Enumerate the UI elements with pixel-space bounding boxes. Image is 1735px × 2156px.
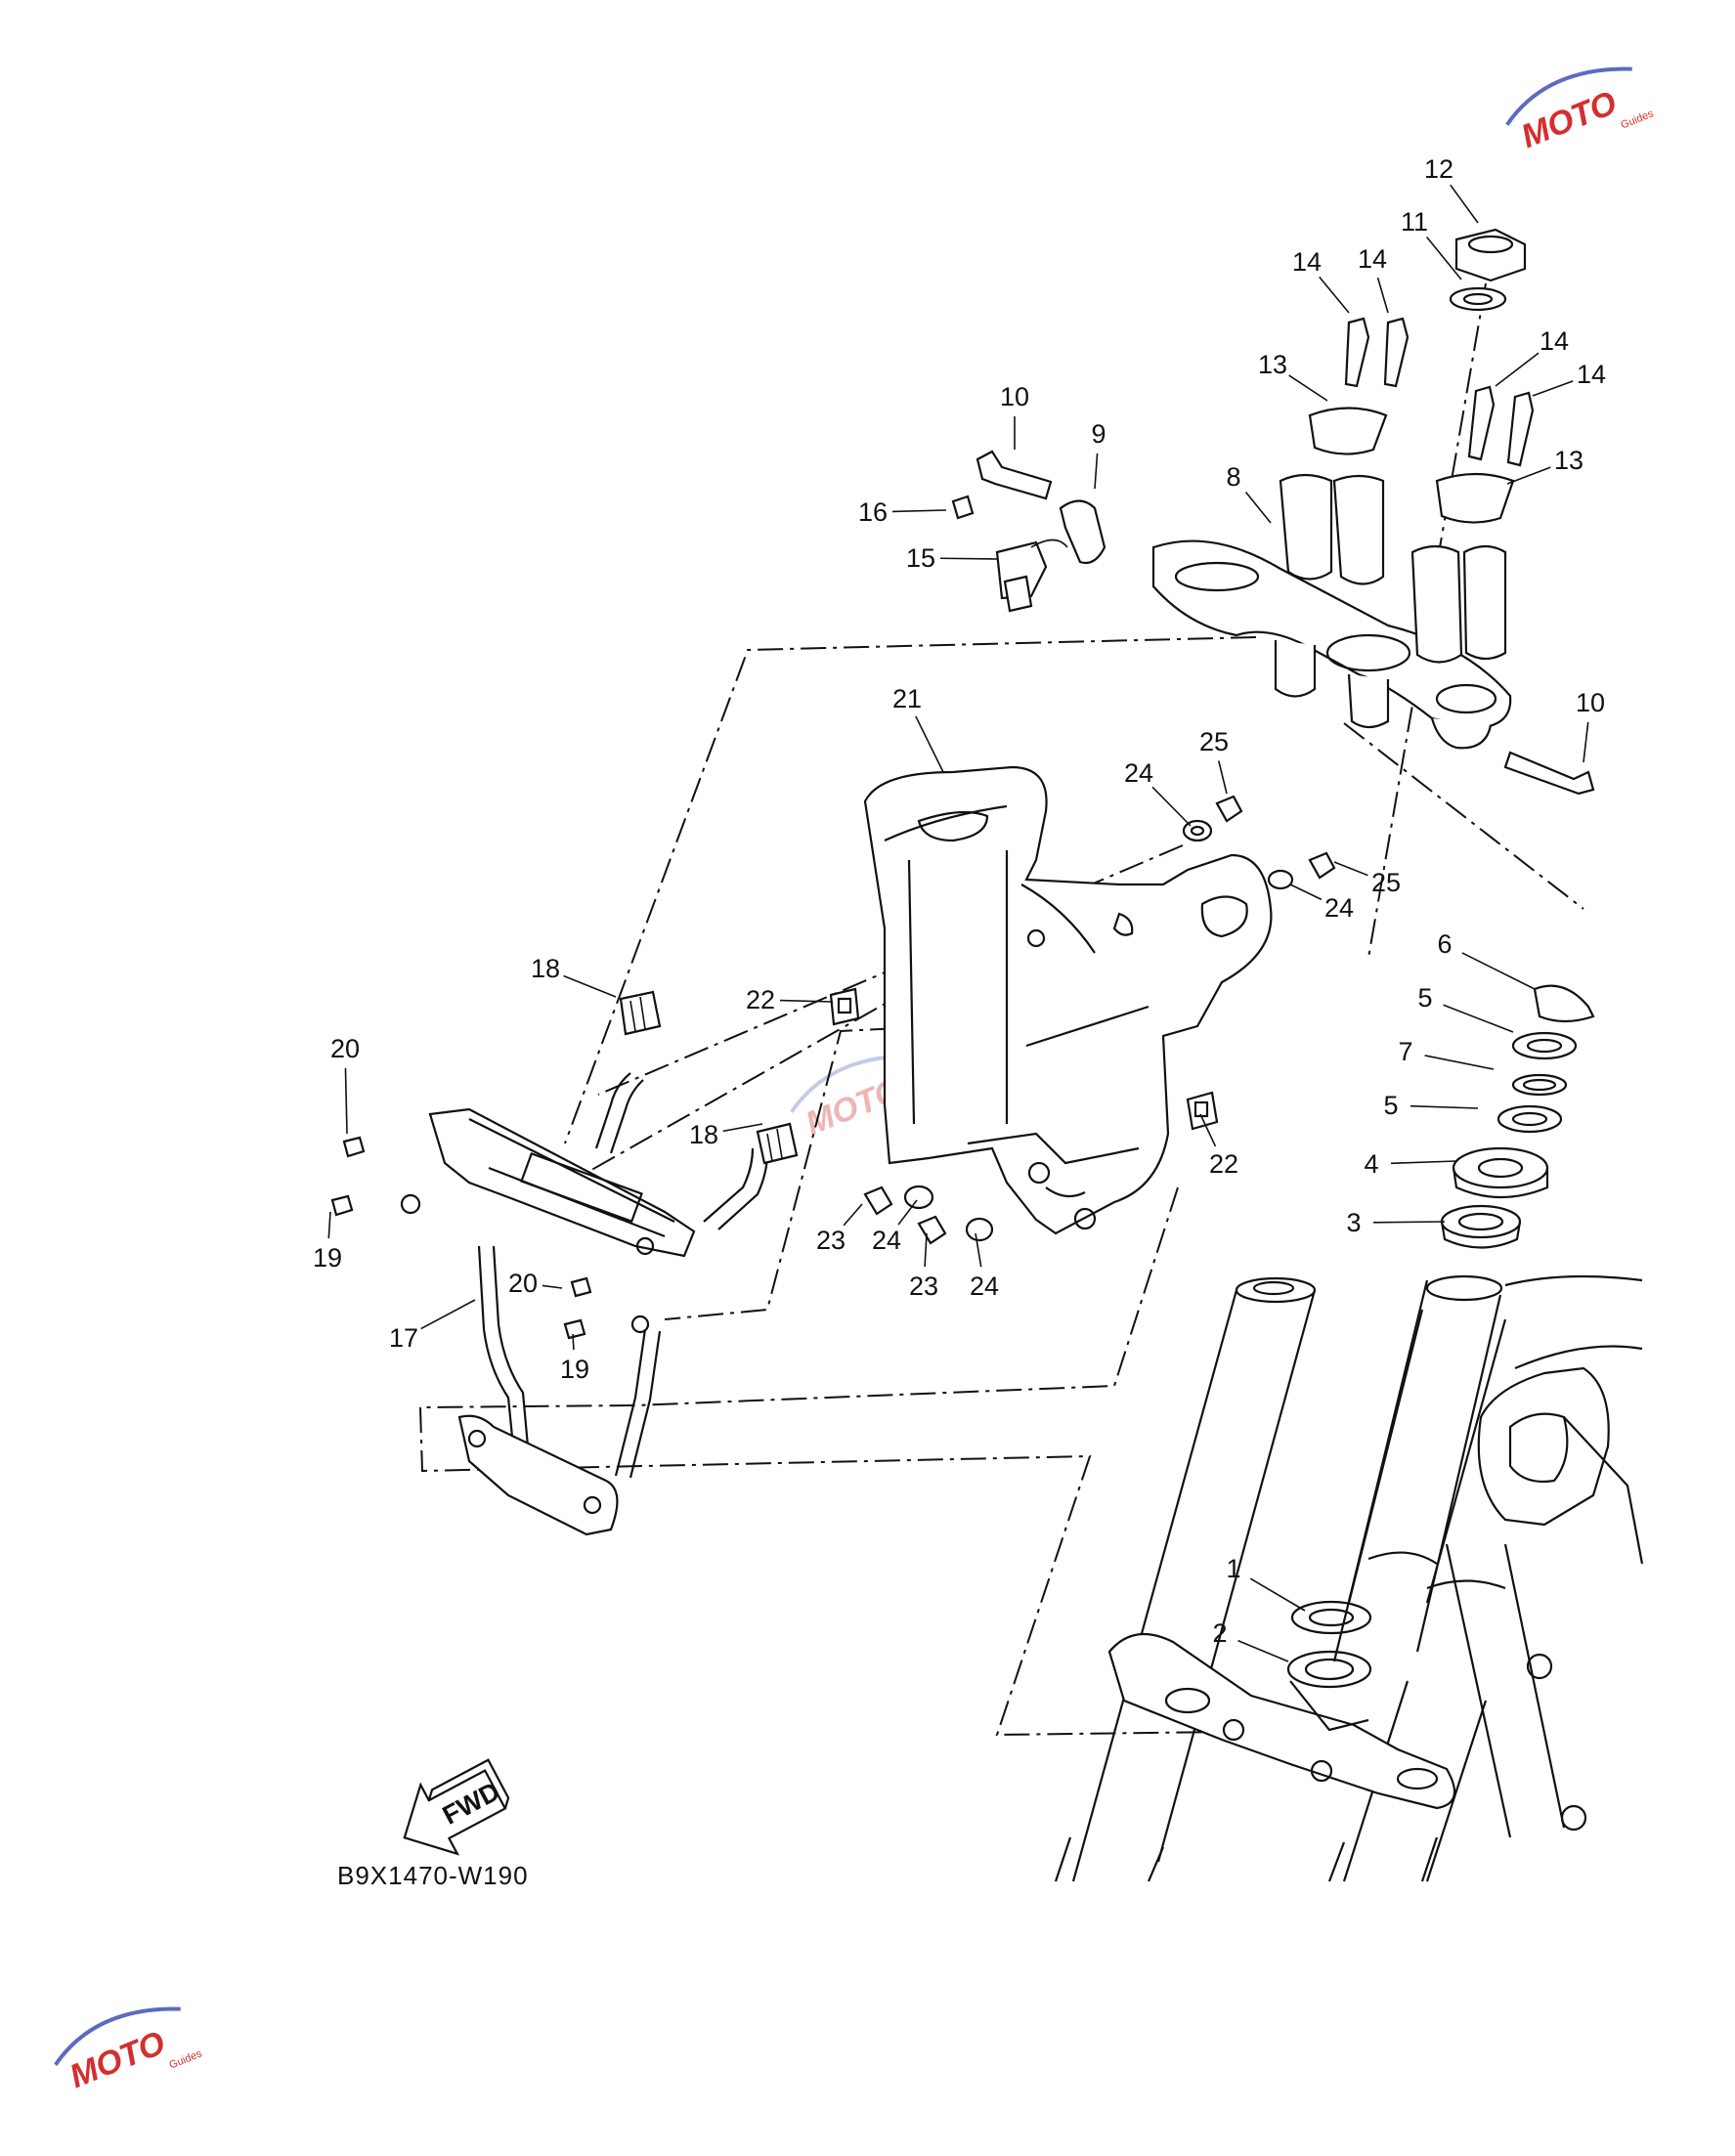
leader-line-1	[1249, 1577, 1306, 1612]
callout-20: 20	[508, 1269, 538, 1298]
callout-4: 4	[1364, 1149, 1378, 1179]
leader-line-10	[1583, 721, 1589, 763]
callout-13: 13	[1258, 350, 1287, 379]
diagram-code: B9X1470-W190	[337, 1861, 529, 1890]
leader-line-2	[1237, 1639, 1289, 1662]
leader-line-13	[1288, 374, 1328, 402]
leader-line-8	[1244, 492, 1272, 524]
leader-line-7	[1424, 1055, 1495, 1070]
leader-line-16	[891, 509, 947, 513]
upper-bracket-group	[951, 228, 1595, 796]
leader-line-14	[1319, 276, 1350, 314]
svg-text:MOTO: MOTO	[1516, 84, 1622, 155]
callout-14: 14	[1292, 247, 1322, 277]
leader-line-15	[939, 557, 998, 560]
callout-2: 2	[1212, 1618, 1227, 1648]
callout-22: 22	[746, 985, 775, 1014]
callout-19: 19	[313, 1243, 342, 1272]
bearing-stack-group	[1286, 984, 1595, 1689]
callout-11: 11	[1401, 207, 1428, 237]
leader-line-9	[1094, 453, 1099, 490]
callout-24: 24	[872, 1226, 901, 1255]
callout-17: 17	[389, 1323, 418, 1353]
leader-line-11	[1426, 237, 1462, 280]
callout-5: 5	[1383, 1091, 1398, 1120]
callout-22: 22	[1209, 1149, 1238, 1179]
callout-1: 1	[1226, 1554, 1240, 1583]
callout-10: 10	[1576, 688, 1605, 717]
leader-line-19	[572, 1333, 575, 1351]
leader-line-20	[542, 1284, 563, 1289]
leader-line-22	[1199, 1113, 1217, 1147]
leader-line-5	[1410, 1104, 1479, 1109]
leader-line-24	[1289, 884, 1323, 901]
leader-line-6	[1461, 952, 1536, 990]
leader-line-18	[563, 974, 617, 998]
callout-19: 19	[560, 1355, 589, 1384]
leader-line-14	[1495, 352, 1540, 387]
leader-line-4	[1390, 1160, 1457, 1165]
leader-line-21	[915, 715, 944, 773]
callout-18: 18	[531, 954, 560, 983]
mounting-bracket-group	[330, 990, 799, 1536]
bolts-and-washers	[863, 795, 1336, 1245]
callout-15: 15	[906, 543, 935, 573]
watermark-logo-top: MOTO Guides	[1505, 66, 1656, 155]
callout-14: 14	[1540, 326, 1569, 356]
callout-14: 14	[1358, 244, 1387, 274]
callout-12: 12	[1424, 154, 1453, 184]
callout-14: 14	[1577, 360, 1606, 389]
leader-line-12	[1450, 184, 1479, 224]
callout-3: 3	[1346, 1208, 1361, 1237]
leader-line-13	[1506, 466, 1551, 485]
callout-13: 13	[1554, 446, 1583, 475]
leader-line-23	[843, 1203, 863, 1227]
leader-line-24	[897, 1199, 918, 1226]
leader-line-18	[722, 1123, 763, 1133]
callout-21: 21	[892, 684, 922, 713]
leader-line-22	[779, 999, 834, 1003]
callout-24: 24	[1324, 893, 1354, 923]
leader-line-17	[420, 1299, 476, 1330]
leader-lines	[327, 184, 1589, 1662]
headlight-stay-group	[863, 765, 1273, 1235]
callout-23: 23	[816, 1226, 846, 1255]
clip-nuts	[829, 987, 1219, 1131]
callout-18: 18	[689, 1120, 718, 1149]
leader-line-19	[327, 1211, 331, 1239]
svg-text:MOTO: MOTO	[65, 2024, 170, 2095]
fwd-arrow-icon: FWD	[403, 1758, 510, 1856]
leader-line-24	[975, 1232, 982, 1268]
callout-5: 5	[1417, 983, 1432, 1013]
callout-6: 6	[1437, 929, 1452, 959]
callout-9: 9	[1091, 419, 1106, 449]
fork-and-frame-group	[1054, 1274, 1644, 1882]
callout-23: 23	[909, 1272, 938, 1301]
watermark-logo-bottom: MOTO Guides	[54, 2006, 204, 2095]
leader-line-14	[1376, 277, 1389, 314]
callout-8: 8	[1226, 462, 1240, 492]
leader-line-25	[1217, 760, 1228, 795]
callout-25: 25	[1199, 727, 1229, 756]
leader-line-3	[1372, 1221, 1446, 1224]
leader-line-5	[1443, 1004, 1514, 1033]
svg-text:Guides: Guides	[1620, 108, 1656, 131]
leader-line-23	[924, 1232, 928, 1268]
leader-line-14	[1532, 380, 1574, 397]
leader-line-25	[1333, 861, 1368, 877]
callout-24: 24	[1124, 758, 1153, 788]
leader-line-24	[1151, 786, 1192, 827]
callout-20: 20	[330, 1034, 360, 1063]
callout-16: 16	[858, 497, 888, 527]
callout-10: 10	[1000, 382, 1029, 411]
svg-text:Guides: Guides	[168, 2048, 204, 2071]
leader-line-20	[344, 1067, 348, 1135]
callout-24: 24	[970, 1272, 999, 1301]
callout-25: 25	[1371, 868, 1401, 897]
callout-7: 7	[1398, 1037, 1412, 1066]
